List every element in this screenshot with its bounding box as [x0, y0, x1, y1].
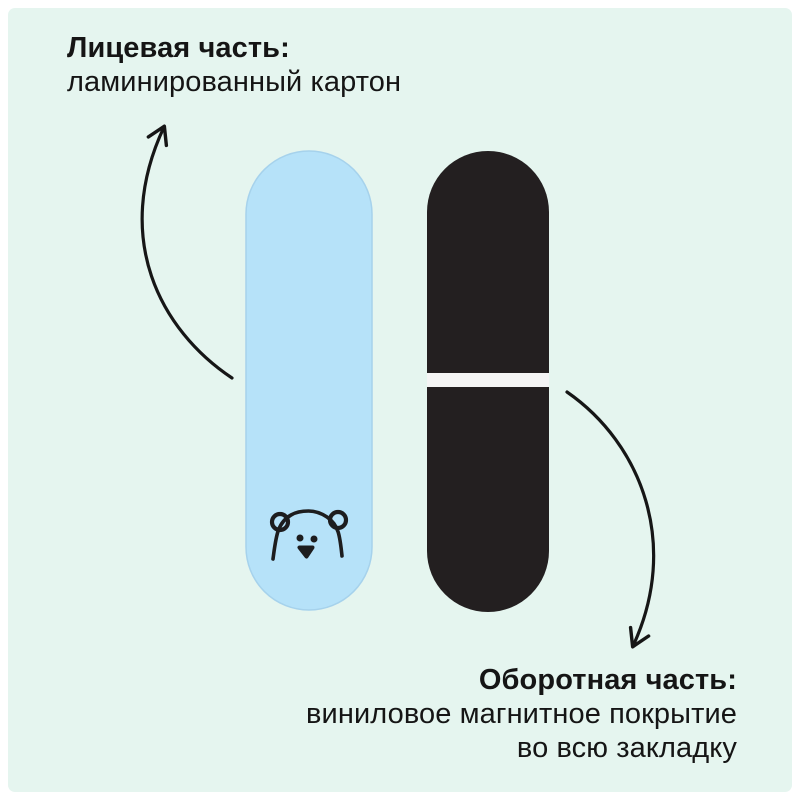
bookmark-front-shape [245, 150, 373, 611]
back-side-description-line1: виниловое магнитное покрытие [306, 698, 737, 730]
bear-nose [297, 545, 315, 559]
arrow-to-front-icon [140, 124, 234, 380]
back-side-description-line2: во всю закладку [516, 732, 737, 764]
bear-face-icon [269, 509, 349, 561]
bear-head-outline [271, 509, 344, 561]
bear-right-eye [310, 535, 318, 543]
magnet-stripe [427, 373, 549, 387]
bear-left-eye [296, 534, 304, 542]
back-side-title: Оборотная часть: [478, 664, 737, 696]
arrow-to-back-icon [565, 390, 656, 649]
back-side-label: Оборотная часть: виниловое магнитное пок… [306, 663, 737, 765]
background-panel [8, 8, 792, 792]
front-side-description: ламинированный картон [67, 66, 402, 98]
front-side-label: Лицевая часть: ламинированный картон [67, 31, 401, 99]
front-side-title: Лицевая часть: [67, 32, 290, 64]
